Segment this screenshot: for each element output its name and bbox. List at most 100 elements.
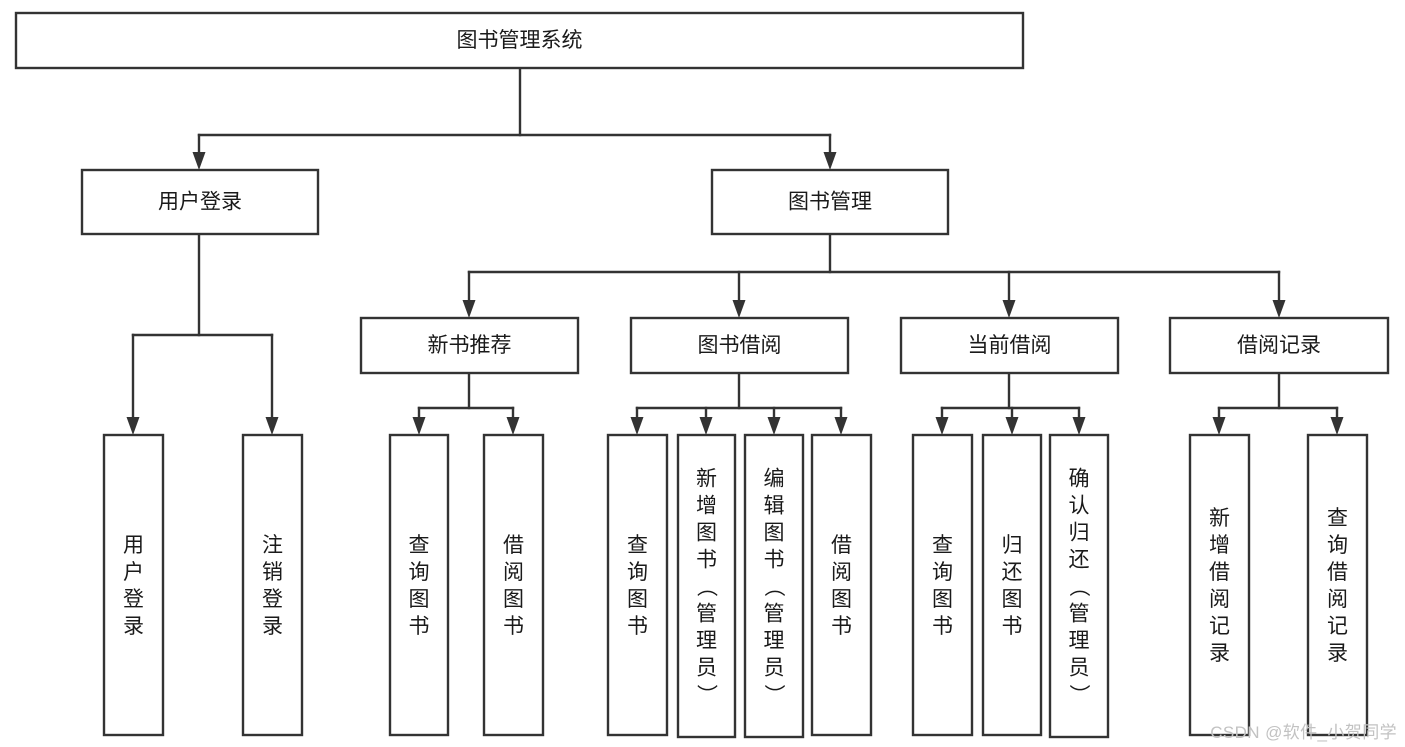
csdn-watermark: CSDN @软件_小贺同学 [1210, 723, 1397, 742]
connector-arrowhead-icon [192, 152, 206, 170]
node-label-char: 借 [503, 534, 524, 557]
node-root[interactable]: 图书管理系统 [14, 11, 1025, 70]
node-label-char: 查 [932, 534, 953, 557]
node-box[interactable] [1168, 316, 1390, 375]
node-label: 借阅记录 [1237, 334, 1321, 357]
connector-arrowhead-icon [1330, 417, 1344, 435]
node-bookmgmt[interactable]: 图书管理 [710, 168, 950, 236]
node-label-char: 图 [764, 522, 785, 545]
node-box[interactable] [241, 433, 304, 737]
connector-arrowhead-icon [126, 417, 140, 435]
node-newbook[interactable]: 新书推荐 [359, 316, 580, 375]
connector-login [126, 232, 279, 435]
connector-arrowhead-icon [1272, 300, 1286, 318]
node-box[interactable] [743, 433, 805, 739]
node-label-char: 书 [627, 615, 648, 638]
node-label-char: ） [1067, 684, 1090, 705]
node-label-char: 理 [764, 630, 785, 653]
node-label-char: 编 [764, 468, 785, 491]
node-label-char: 书 [503, 615, 524, 638]
node-label-char: 录 [1209, 642, 1230, 665]
node-label-char: 登 [262, 588, 283, 611]
node-label-char: 管 [1069, 603, 1090, 626]
node-label-char: 书 [1002, 615, 1023, 638]
node-label-char: 记 [1327, 615, 1348, 638]
node-box[interactable] [676, 433, 737, 739]
node-box[interactable] [388, 433, 450, 737]
node-box[interactable] [911, 433, 974, 737]
node-label-char: 阅 [503, 561, 524, 584]
connector-arrowhead-icon [935, 417, 949, 435]
node-label-char: 图 [1002, 588, 1023, 611]
node-label-char: 管 [764, 603, 785, 626]
connector-arrowhead-icon [823, 152, 837, 170]
connector-arrowhead-icon [630, 417, 644, 435]
node-label-char: 理 [1069, 630, 1090, 653]
node-label-char: 图 [696, 522, 717, 545]
node-label-char: 增 [1209, 534, 1230, 557]
node-box[interactable] [899, 316, 1120, 375]
node-box[interactable] [80, 168, 320, 236]
node-label: 当前借阅 [968, 334, 1052, 357]
node-label-char: 认 [1069, 495, 1090, 518]
connector-bookmgmt [462, 232, 1286, 318]
connector-arrowhead-icon [767, 417, 781, 435]
node-label-char: 还 [1069, 549, 1090, 572]
node-label-char: 书 [696, 549, 717, 572]
node-box[interactable] [1188, 433, 1251, 737]
node-label-char: 阅 [831, 561, 852, 584]
node-label-char: 图 [503, 588, 524, 611]
node-login[interactable]: 用户登录 [80, 168, 320, 236]
node-label-char: 用 [123, 534, 144, 557]
node-label-char: 阅 [1209, 588, 1230, 611]
node-label-char: 借 [1327, 561, 1348, 584]
node-label-char: 归 [1002, 534, 1023, 557]
connector-arrowhead-icon [732, 300, 746, 318]
connector-borrow [630, 371, 848, 435]
node-records[interactable]: 借阅记录 [1168, 316, 1390, 375]
node-label-char: 书 [831, 615, 852, 638]
connector-arrowhead-icon [834, 417, 848, 435]
node-box[interactable] [359, 316, 580, 375]
node-label-char: 增 [696, 495, 717, 518]
node-box[interactable] [629, 316, 850, 375]
node-box[interactable] [14, 11, 1025, 70]
node-label-char: 销 [262, 561, 283, 584]
node-label: 图书管理 [788, 191, 872, 214]
node-label-char: 新 [696, 468, 717, 491]
node-box[interactable] [810, 433, 873, 737]
node-box[interactable] [482, 433, 545, 737]
node-label-char: 图 [932, 588, 953, 611]
node-box[interactable] [1048, 433, 1110, 739]
node-label-char: 书 [409, 615, 430, 638]
node-label-char: 员 [764, 657, 785, 680]
node-box[interactable] [981, 433, 1043, 737]
node-current[interactable]: 当前借阅 [899, 316, 1120, 375]
node-box[interactable] [1306, 433, 1369, 737]
nodes-layer: 图书管理系统用户登录图书管理新书推荐图书借阅当前借阅借阅记录用户登录注销登录查询… [14, 11, 1390, 739]
node-box[interactable] [102, 433, 165, 737]
node-label-char: 记 [1209, 615, 1230, 638]
node-label-char: 确 [1069, 468, 1090, 491]
connector-current [935, 371, 1086, 435]
node-label-char: 书 [764, 549, 785, 572]
node-box[interactable] [710, 168, 950, 236]
node-borrow[interactable]: 图书借阅 [629, 316, 850, 375]
node-box[interactable] [606, 433, 669, 737]
node-leaf-user-login[interactable]: 用户登录 [102, 433, 165, 737]
node-label-char: 员 [1069, 657, 1090, 680]
